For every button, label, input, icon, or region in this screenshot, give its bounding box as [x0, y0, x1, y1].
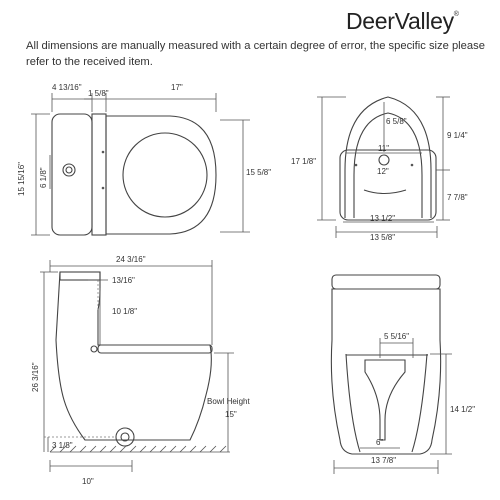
- back-dim-bottom: 6": [376, 438, 383, 447]
- top-tank-outline: [51, 113, 93, 236]
- side-tank-lid: [59, 271, 101, 281]
- top-view: 4 13/16" 1 5/8" 17" 15 15/16" 6 1/8" 15 …: [17, 83, 271, 236]
- side-view: 24 3/16" 13/16" 10 1/8" 26 3/16" Bowl He…: [31, 255, 250, 486]
- top-drain-inner: [65, 166, 73, 174]
- top-dim-tank: 4 13/16": [52, 83, 82, 92]
- side-dim-base: 10": [82, 477, 94, 486]
- top-bolt-hole: [101, 186, 105, 190]
- front-drain: [378, 154, 390, 166]
- side-seat: [97, 344, 213, 354]
- front-lid-arch: [344, 96, 432, 218]
- front-dim-height: 17 1/8": [291, 157, 316, 166]
- top-dim-gap: 1 5/8": [88, 89, 109, 98]
- side-dim-length: 24 3/16": [116, 255, 146, 264]
- side-drain-circle: [115, 427, 135, 447]
- front-lid-inner: [353, 112, 423, 218]
- top-bolt-hole: [101, 150, 105, 154]
- front-dim-seat-inner: 11": [378, 144, 389, 153]
- front-dim-seat-hole: 12": [377, 167, 389, 176]
- front-view: 17 1/8" 6 5/8" 9 1/4" 7 7/8" 11" 12" 13 …: [291, 96, 468, 242]
- top-tank-neck: [91, 113, 107, 236]
- back-tank-lid: [331, 274, 441, 290]
- front-bowl-outline: [339, 149, 437, 221]
- front-dim-width-outer: 13 5/8": [370, 233, 395, 242]
- top-drain-circle: [62, 163, 76, 177]
- side-dim-rough-in: 3 1/8": [52, 441, 73, 450]
- back-base-inner: [345, 353, 428, 453]
- side-body-outline: [55, 271, 212, 441]
- side-drain-inner: [120, 432, 130, 442]
- side-dim-bowl-label: Bowl Height: [207, 397, 250, 406]
- top-dim-length: 17": [171, 83, 183, 92]
- back-body-outline: [330, 288, 442, 455]
- back-dim-width: 13 7/8": [371, 456, 396, 465]
- top-dim-seat: 15 5/8": [246, 168, 271, 177]
- side-dim-tank-top: 13/16": [112, 276, 135, 285]
- front-dim-inner-height: 6 5/8": [386, 117, 407, 126]
- brand-logo: DeerValley®: [346, 8, 459, 34]
- back-dim-outlet: 5 5/16": [384, 332, 409, 341]
- front-seat-curve: [363, 189, 407, 195]
- back-dim-height: 14 1/2": [450, 405, 475, 414]
- front-dim-lower: 7 7/8": [447, 193, 468, 202]
- side-dim-tank-height: 10 1/8": [112, 307, 137, 316]
- front-dim-upper: 9 1/4": [447, 131, 468, 140]
- side-dim-bowl-height: 15": [225, 410, 237, 419]
- top-dim-depth: 15 15/16": [17, 162, 26, 196]
- back-view: 5 5/16" 14 1/2" 6" 13 7/8": [330, 274, 475, 474]
- back-trapway: [364, 359, 406, 441]
- side-dim-total-height: 26 3/16": [31, 362, 40, 392]
- front-dim-width: 13 1/2": [370, 214, 395, 223]
- top-dim-drain: 6 1/8": [39, 167, 48, 188]
- top-bowl-outline: [105, 115, 217, 235]
- top-seat-opening: [122, 132, 208, 218]
- measurement-note: All dimensions are manually measured wit…: [26, 40, 485, 68]
